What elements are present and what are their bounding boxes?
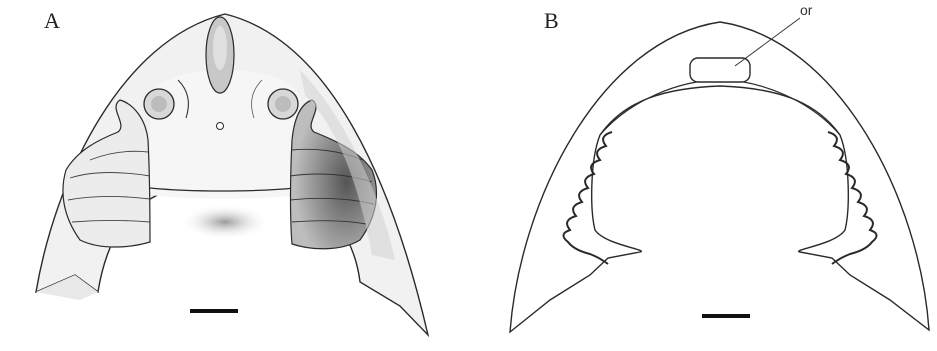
panel-a-drawing <box>36 14 428 335</box>
panel-b-label: B <box>544 8 559 34</box>
panel-a-label: A <box>44 8 60 34</box>
annotation-or: or <box>800 2 812 18</box>
panel-b-drawing <box>510 18 929 332</box>
panel-a-median-node <box>217 123 224 130</box>
